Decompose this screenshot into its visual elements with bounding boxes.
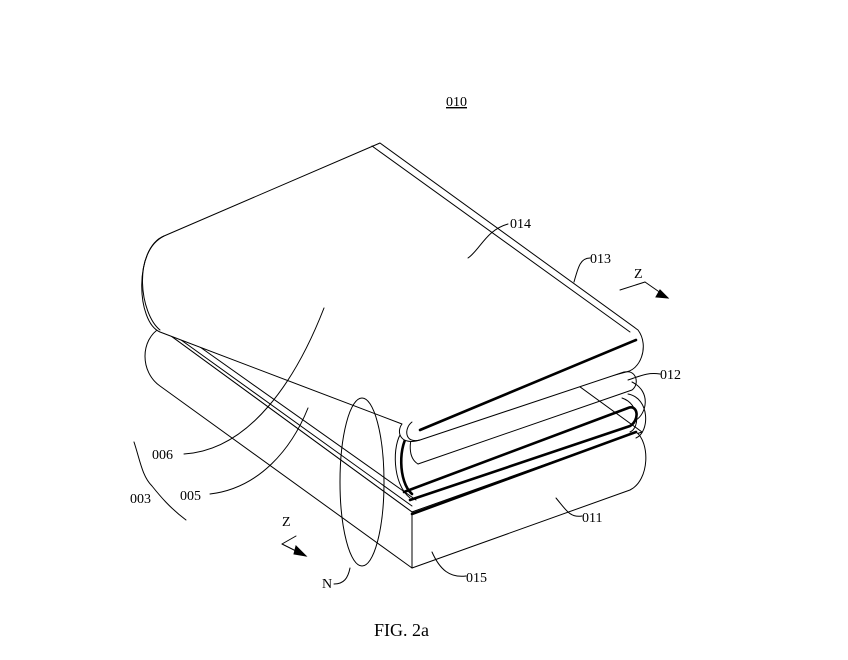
region-n-ellipse (339, 397, 385, 567)
label-z-right: Z (634, 267, 643, 282)
label-n: N (322, 577, 332, 592)
label-012: 012 (660, 368, 681, 383)
label-011: 011 (582, 511, 602, 526)
label-003: 003 (130, 492, 151, 507)
label-z-left: Z (282, 515, 291, 530)
label-014: 014 (510, 217, 531, 232)
upper-body-014 (141, 142, 644, 442)
z-arrow-right (619, 281, 670, 299)
figure-caption: FIG. 2a (374, 620, 429, 640)
label-006: 006 (152, 448, 173, 463)
leader-lines (133, 223, 661, 585)
z-arrow-left (281, 535, 308, 557)
figure-reference: 010 (446, 95, 467, 110)
label-015: 015 (466, 571, 487, 586)
label-013: 013 (590, 252, 611, 267)
label-005: 005 (180, 489, 201, 504)
